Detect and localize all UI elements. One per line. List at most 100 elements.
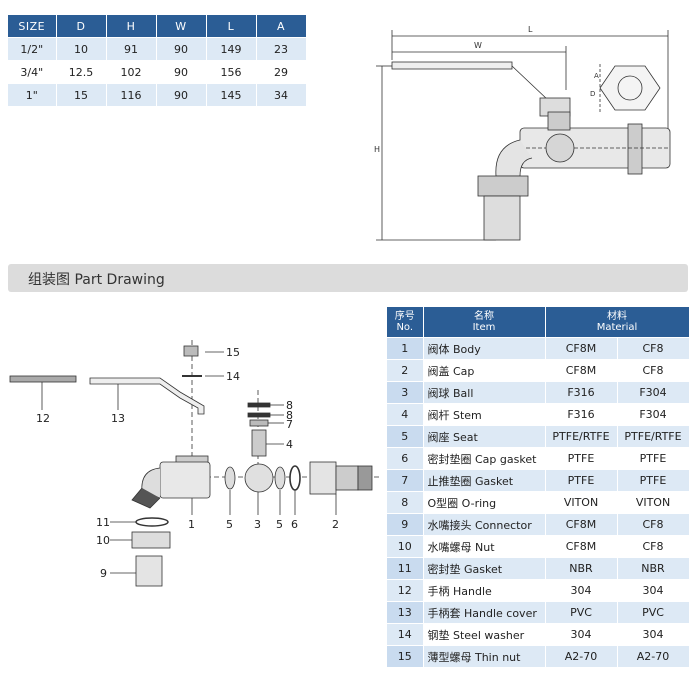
part-m2-cell: A2-70 [617, 645, 690, 668]
dim-label-a: A [594, 72, 599, 80]
size-cell: 10 [56, 37, 107, 61]
size-row: 3/4" 12.5 102 90 156 29 [8, 60, 307, 84]
part-m2-cell: PTFE [617, 447, 690, 470]
size-cell: 116 [106, 83, 157, 107]
part-m1-cell: NBR [545, 557, 618, 580]
size-cell: 3/4" [8, 60, 57, 84]
part-m1-cell: CF8M [545, 513, 618, 536]
part-no-cell: 6 [387, 447, 424, 470]
callout-1: 1 [188, 518, 195, 531]
dim-label-w: W [474, 41, 482, 50]
part-no-cell: 8 [387, 491, 424, 514]
part-m1-cell: VITON [545, 491, 618, 514]
part-no-cell: 3 [387, 381, 424, 404]
part-item-cell: 钢垫 Steel washer [423, 623, 546, 646]
size-cell: 34 [256, 83, 307, 107]
section-title: 组装图 Part Drawing [28, 272, 165, 288]
part-m1-cell: CF8M [545, 359, 618, 382]
part-m1-cell: F316 [545, 381, 618, 404]
dim-label-d: D [590, 90, 595, 98]
part-m2-cell: NBR [617, 557, 690, 580]
size-cell: 91 [106, 37, 157, 61]
callout-15: 15 [226, 346, 240, 359]
dim-label-h: H [374, 145, 380, 154]
size-table-header: SIZE D H W L A [8, 15, 307, 38]
size-cell: 149 [206, 37, 257, 61]
part-m1-cell: F316 [545, 403, 618, 426]
size-cell: 90 [156, 83, 207, 107]
part-m1-cell: PTFE [545, 469, 618, 492]
part-m2-cell: 304 [617, 623, 690, 646]
part-item-cell: 阀盖 Cap [423, 359, 546, 382]
part-m2-cell: VITON [617, 491, 690, 514]
callout-5b: 5 [276, 518, 283, 531]
part-m2-cell: F304 [617, 403, 690, 426]
size-cell: 1/2" [8, 37, 57, 61]
part-m1-cell: PTFE [545, 447, 618, 470]
callout-8b: 8 [286, 409, 293, 422]
part-item-cell: O型圈 O-ring [423, 491, 546, 514]
size-cell: 102 [106, 60, 157, 84]
part-m1-cell: PTFE/RTFE [545, 425, 618, 448]
part-item-cell: 阀杆 Stem [423, 403, 546, 426]
part-m2-cell: F304 [617, 381, 690, 404]
size-cell: 90 [156, 37, 207, 61]
callout-11: 11 [96, 516, 110, 529]
col-size: SIZE [8, 15, 57, 38]
callout-2: 2 [332, 518, 339, 531]
part-m2-cell: PVC [617, 601, 690, 624]
callout-5a: 5 [226, 518, 233, 531]
part-no-cell: 12 [387, 579, 424, 602]
dim-label-l: L [528, 25, 533, 34]
callout-12: 13 [111, 412, 125, 425]
callout-6: 6 [291, 518, 298, 531]
part-item-cell: 阀座 Seat [423, 425, 546, 448]
part-m2-cell: CF8 [617, 337, 690, 360]
size-cell: 12.5 [56, 60, 107, 84]
part-m1-cell: PVC [545, 601, 618, 624]
size-cell: 29 [256, 60, 307, 84]
part-m2-cell: CF8 [617, 513, 690, 536]
part-m2-cell: PTFE [617, 469, 690, 492]
part-m1-cell: CF8M [545, 535, 618, 558]
part-m1-cell: 304 [545, 623, 618, 646]
part-item-cell: 水嘴接头 Connector [423, 513, 546, 536]
callout-7: 7 [286, 418, 293, 431]
part-no-cell: 15 [387, 645, 424, 668]
part-item-cell: 薄型螺母 Thin nut [423, 645, 546, 668]
callout-14: 14 [226, 370, 240, 383]
part-m1-cell: 304 [545, 579, 618, 602]
callout-9: 9 [100, 567, 107, 580]
part-no-cell: 1 [387, 337, 424, 360]
col-h: H [106, 15, 157, 38]
part-m1-cell: CF8M [545, 337, 618, 360]
col-d: D [56, 15, 107, 38]
col-l: L [206, 15, 257, 38]
part-m2-cell: PTFE/RTFE [617, 425, 690, 448]
part-no-cell: 11 [387, 557, 424, 580]
part-item-cell: 阀体 Body [423, 337, 546, 360]
callout-8a: 8 [286, 399, 293, 412]
part-no-cell: 10 [387, 535, 424, 558]
part-item-cell: 手柄 Handle [423, 579, 546, 602]
part-item-cell: 止推垫圈 Gasket [423, 469, 546, 492]
size-cell: 90 [156, 60, 207, 84]
